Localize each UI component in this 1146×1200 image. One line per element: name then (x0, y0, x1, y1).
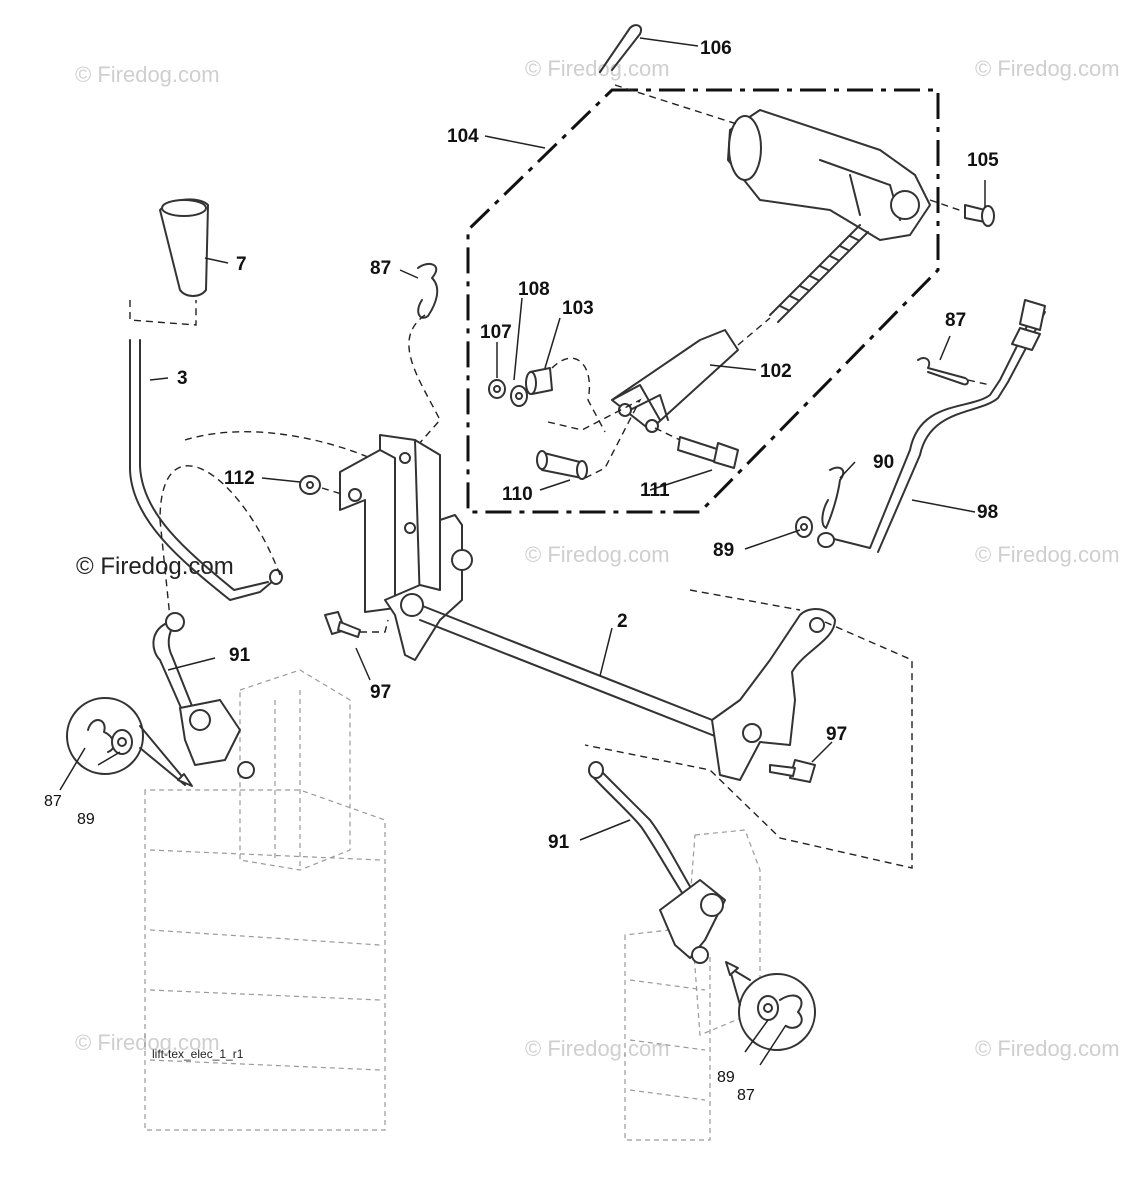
callout-89: 89 (713, 540, 734, 561)
hair-pin-106 (599, 24, 642, 73)
callout-103: 103 (562, 298, 594, 319)
callout-87: 87 (945, 310, 966, 331)
callout-102: 102 (760, 361, 792, 382)
watermark: © Firedog.com (975, 542, 1120, 567)
callout-89: 89 (77, 811, 95, 828)
watermark-main: © Firedog.com (76, 553, 234, 580)
callout-104: 104 (447, 126, 479, 147)
callout-110: 110 (502, 484, 533, 505)
rod-98 (817, 299, 1046, 553)
callout-2: 2 (617, 611, 628, 632)
callout-91: 91 (229, 645, 251, 666)
callout-90: 90 (873, 452, 894, 473)
callout-107: 107 (480, 322, 512, 343)
callout-91: 91 (548, 832, 570, 853)
watermark: © Firedog.com (525, 1036, 670, 1061)
lift-motor (727, 109, 931, 323)
hair-pin-90 (821, 466, 845, 529)
detail-circle-left (66, 697, 193, 787)
callout-106: 106 (700, 38, 732, 59)
lift-shaft-2 (400, 593, 731, 743)
bolt-111 (677, 436, 739, 469)
drawing-code: lift-tex_elec_1_r1 (152, 1047, 244, 1061)
callout-105: 105 (967, 150, 999, 171)
lift-link-91-left (152, 612, 255, 779)
watermarks: © Firedog.com © Firedog.com © Firedog.co… (75, 56, 1120, 1061)
callout-87: 87 (737, 1087, 755, 1104)
callout-97: 97 (826, 724, 847, 745)
leader-lines (59, 37, 986, 1066)
nut-112 (299, 475, 321, 495)
watermark: © Firedog.com (75, 1030, 220, 1055)
mounting-bracket (339, 434, 473, 661)
watermark: © Firedog.com (525, 542, 670, 567)
callout-87: 87 (370, 258, 391, 279)
washer-89-middle (795, 516, 813, 538)
callout-3: 3 (177, 368, 188, 389)
callout-89: 89 (717, 1069, 735, 1086)
handle-grip-7 (159, 198, 209, 297)
hair-pin-87-upper (417, 262, 439, 319)
frame-outline-left (144, 669, 386, 1131)
callout-97: 97 (370, 682, 391, 703)
watermark: © Firedog.com (975, 1036, 1120, 1061)
bolt-105 (964, 204, 995, 227)
detail-circle-right (725, 961, 816, 1051)
callout-7: 7 (236, 254, 247, 275)
lift-link-91-right (588, 761, 726, 964)
bolt-97-left (324, 611, 361, 638)
lift-lever-3 (129, 339, 283, 601)
watermark: © Firedog.com (975, 56, 1120, 81)
clevis-102 (611, 329, 739, 433)
spacer-110 (536, 450, 588, 480)
callout-87: 87 (44, 793, 62, 810)
callout-labels: 106 104 105 7 87 108 103 107 102 3 87 11… (44, 38, 999, 1104)
callout-111: 111 (640, 480, 670, 501)
washer-108 (510, 385, 528, 407)
hair-pin-87-right (917, 357, 969, 386)
lift-arm-right (711, 608, 836, 781)
bushing-103 (525, 367, 553, 395)
callout-98: 98 (977, 502, 998, 523)
watermark: © Firedog.com (525, 56, 670, 81)
bolt-97-right (769, 759, 816, 783)
callout-112: 112 (224, 468, 255, 489)
nut-107 (488, 379, 506, 399)
watermark: © Firedog.com (75, 62, 220, 87)
callout-108: 108 (518, 279, 550, 300)
